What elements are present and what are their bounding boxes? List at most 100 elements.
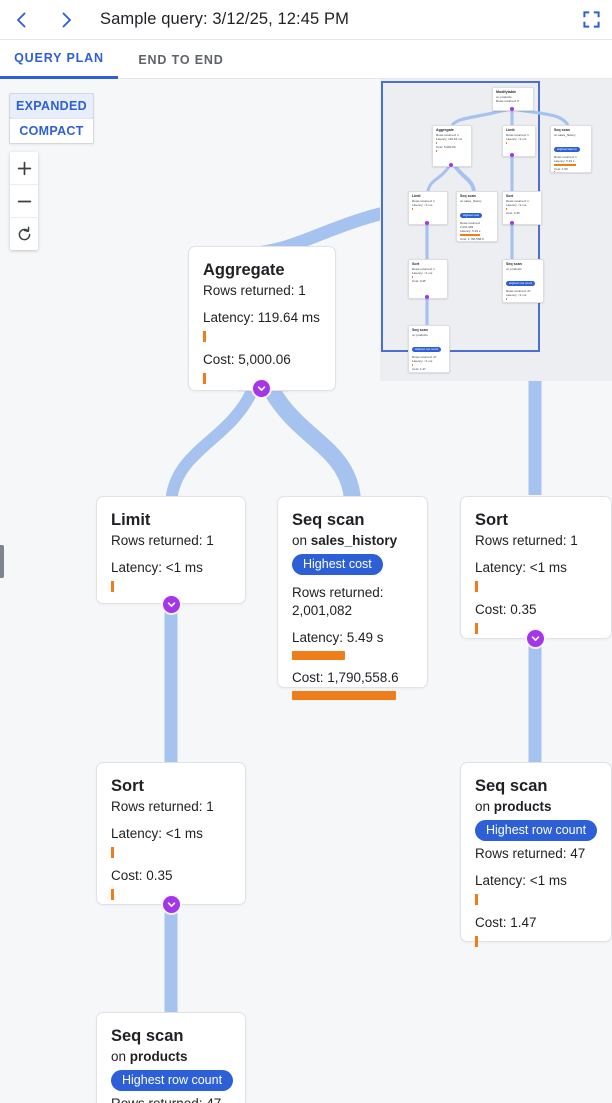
collapse-button-aggregate[interactable] bbox=[253, 380, 270, 397]
on-prefix: on bbox=[475, 799, 494, 814]
minimap-latency-bar bbox=[506, 207, 507, 210]
minimap-node-rows: Rows returned: 0 bbox=[496, 99, 519, 103]
fullscreen-button[interactable] bbox=[570, 0, 612, 40]
minimap-collapse-dot[interactable] bbox=[425, 221, 429, 225]
minimap-node-title: Modifytable bbox=[496, 90, 516, 94]
fullscreen-icon bbox=[582, 11, 600, 28]
latency-bar bbox=[475, 581, 478, 592]
node-cost: Cost: 0.35 bbox=[111, 868, 173, 883]
minimap-collapse-dot[interactable] bbox=[510, 107, 514, 111]
node-rows-returned: Rows returned: 1 bbox=[111, 799, 214, 814]
plan-node-seqscan-products-right[interactable]: Seq scan on products Highest row count R… bbox=[460, 762, 612, 947]
minimap-collapse-dot[interactable] bbox=[510, 221, 514, 225]
node-latency: Latency: <1 ms bbox=[111, 560, 203, 575]
minimap-node-title: Seq scan bbox=[554, 128, 570, 132]
on-prefix: on bbox=[111, 1049, 130, 1064]
minimap-latency-bar bbox=[506, 141, 507, 144]
minimap-node-limit-b[interactable]: Limit Rows returned: 1 Latency: <1 ms bbox=[408, 191, 448, 225]
minimap-node-seqscan-products-1[interactable]: Seq scan on products Highest row count R… bbox=[502, 259, 544, 303]
minimap-node-limit-a[interactable]: Limit Rows returned: 1 Latency: <1 ms bbox=[502, 125, 536, 157]
tab-query-plan[interactable]: QUERY PLAN bbox=[0, 40, 118, 79]
view-mode-expanded-button[interactable]: EXPANDED bbox=[10, 94, 93, 119]
plan-node-seqscan-sales-history[interactable]: Seq scan on sales_history Highest cost R… bbox=[277, 496, 428, 700]
minimap-collapse-dot[interactable] bbox=[425, 295, 429, 299]
reset-zoom-button[interactable] bbox=[10, 217, 38, 250]
cost-bar bbox=[475, 936, 478, 947]
minimap-latency-bar bbox=[412, 363, 413, 366]
minimap-node-aggregate[interactable]: Aggregate Rows returned: 1 Latency: 119.… bbox=[432, 125, 472, 167]
cost-bar bbox=[292, 691, 396, 700]
minimap-collapse-dot[interactable] bbox=[449, 163, 453, 167]
view-mode-switch: EXPANDED COMPACT bbox=[9, 93, 94, 144]
minimap-node-rows: Rows returned: 1 bbox=[554, 155, 577, 159]
minimap-node-table: on products bbox=[412, 333, 428, 337]
minimap-node-table: on sales_history bbox=[554, 133, 576, 137]
chevron-down-icon bbox=[167, 902, 176, 907]
minimap[interactable]: Modifytable on products Rows returned: 0… bbox=[380, 79, 612, 381]
minimap-node-sort-b[interactable]: Sort Rows returned: 1 Latency: <1 ms Cos… bbox=[408, 259, 448, 299]
node-rows-returned: Rows returned: 1 bbox=[111, 533, 214, 548]
minimap-node-latency: Latency: 119.64 ms bbox=[436, 137, 462, 141]
forward-button[interactable] bbox=[44, 0, 88, 40]
node-cost: Cost: 0.35 bbox=[475, 602, 537, 617]
plan-node-sort-right[interactable]: Sort Rows returned: 1 Latency: <1 ms Cos… bbox=[460, 496, 612, 639]
cost-bar bbox=[203, 373, 206, 384]
plan-node-sort-left[interactable]: Sort Rows returned: 1 Latency: <1 ms Cos… bbox=[96, 762, 246, 905]
minimap-node-latency: Latency: <1 ms bbox=[506, 137, 527, 141]
minus-icon bbox=[17, 200, 31, 202]
chevron-down-icon bbox=[531, 636, 540, 641]
minimap-node-latency: Latency: <1 ms bbox=[506, 203, 527, 207]
minimap-node-title: Limit bbox=[506, 128, 515, 132]
collapse-button-sort-right[interactable] bbox=[527, 630, 544, 647]
minimap-node-seqscan-highest-latency[interactable]: Seq scan on sales_history Highest latenc… bbox=[550, 125, 592, 173]
node-table-line: on products bbox=[475, 797, 597, 816]
minimap-badge: Highest row count bbox=[506, 281, 536, 286]
minimap-latency-bar bbox=[436, 141, 437, 144]
cost-bar bbox=[111, 889, 114, 900]
reset-rotate-icon bbox=[18, 226, 30, 240]
node-rows-returned: Rows returned: 1 bbox=[203, 283, 306, 298]
view-mode-compact-button[interactable]: COMPACT bbox=[10, 118, 93, 143]
latency-bar bbox=[475, 894, 478, 905]
minimap-node-table: on products bbox=[496, 95, 512, 99]
zoom-out-button[interactable] bbox=[10, 184, 38, 217]
chevron-left-icon bbox=[17, 12, 26, 27]
minimap-node-seqscan-products-2[interactable]: Seq scan on products Highest row count R… bbox=[408, 325, 450, 373]
plan-node-aggregate[interactable]: Aggregate Rows returned: 1 Latency: 119.… bbox=[188, 246, 336, 391]
node-rows-returned-value: 2,001,082 bbox=[292, 603, 353, 618]
collapse-button-limit[interactable] bbox=[163, 596, 180, 613]
minimap-node-sort-a[interactable]: Sort Rows returned: 1 Latency: <1 ms Cos… bbox=[502, 191, 542, 225]
minimap-node-title: Sort bbox=[412, 262, 420, 266]
latency-bar bbox=[111, 847, 114, 858]
minimap-node-cost: Cost: 0.35 bbox=[412, 279, 426, 283]
query-plan-canvas[interactable]: Modifytable on products Rows returned Li… bbox=[0, 79, 612, 1103]
minimap-node-seqscan-highest-cost[interactable]: Seq scan on sales_history Highest cost R… bbox=[456, 191, 498, 242]
minimap-node-latency: Latency: 5.49 s bbox=[554, 159, 575, 163]
node-rows-returned: Rows returned: 47 bbox=[111, 1095, 231, 1103]
minimap-latency-bar bbox=[506, 297, 507, 300]
minimap-cost-bar bbox=[412, 371, 413, 372]
plan-node-limit[interactable]: Limit Rows returned: 1 Latency: <1 ms bbox=[96, 496, 246, 604]
tab-end-to-end[interactable]: END TO END bbox=[138, 52, 224, 67]
left-drag-handle[interactable] bbox=[0, 545, 4, 578]
minimap-node-title: Sort bbox=[506, 194, 514, 198]
minimap-node-table: on sales_history bbox=[460, 199, 482, 203]
minimap-node-rows: Rows returned: 1 bbox=[506, 133, 529, 137]
collapse-button-sort-left[interactable] bbox=[163, 896, 180, 913]
node-cost: Cost: 5,000.06 bbox=[203, 352, 291, 367]
node-latency: Latency: <1 ms bbox=[475, 873, 567, 888]
minimap-node-cost: Cost: 1,790,558.6 bbox=[460, 236, 484, 241]
latency-bar bbox=[203, 331, 206, 342]
minimap-node-rows: Rows returned: 1 bbox=[412, 199, 435, 203]
latency-bar bbox=[292, 651, 345, 660]
zoom-in-button[interactable] bbox=[10, 152, 38, 184]
node-cost: Cost: 1.47 bbox=[475, 915, 537, 930]
node-rows-returned: Rows returned: 1 bbox=[475, 533, 578, 548]
back-button[interactable] bbox=[0, 0, 44, 40]
node-table-line: on sales_history bbox=[292, 531, 413, 550]
chevron-down-icon bbox=[167, 602, 176, 607]
on-prefix: on bbox=[292, 533, 311, 548]
node-latency: Latency: <1 ms bbox=[475, 560, 567, 575]
minimap-collapse-dot[interactable] bbox=[510, 153, 514, 157]
plan-node-seqscan-products-bottom[interactable]: Seq scan on products Highest row count R… bbox=[96, 1012, 246, 1103]
